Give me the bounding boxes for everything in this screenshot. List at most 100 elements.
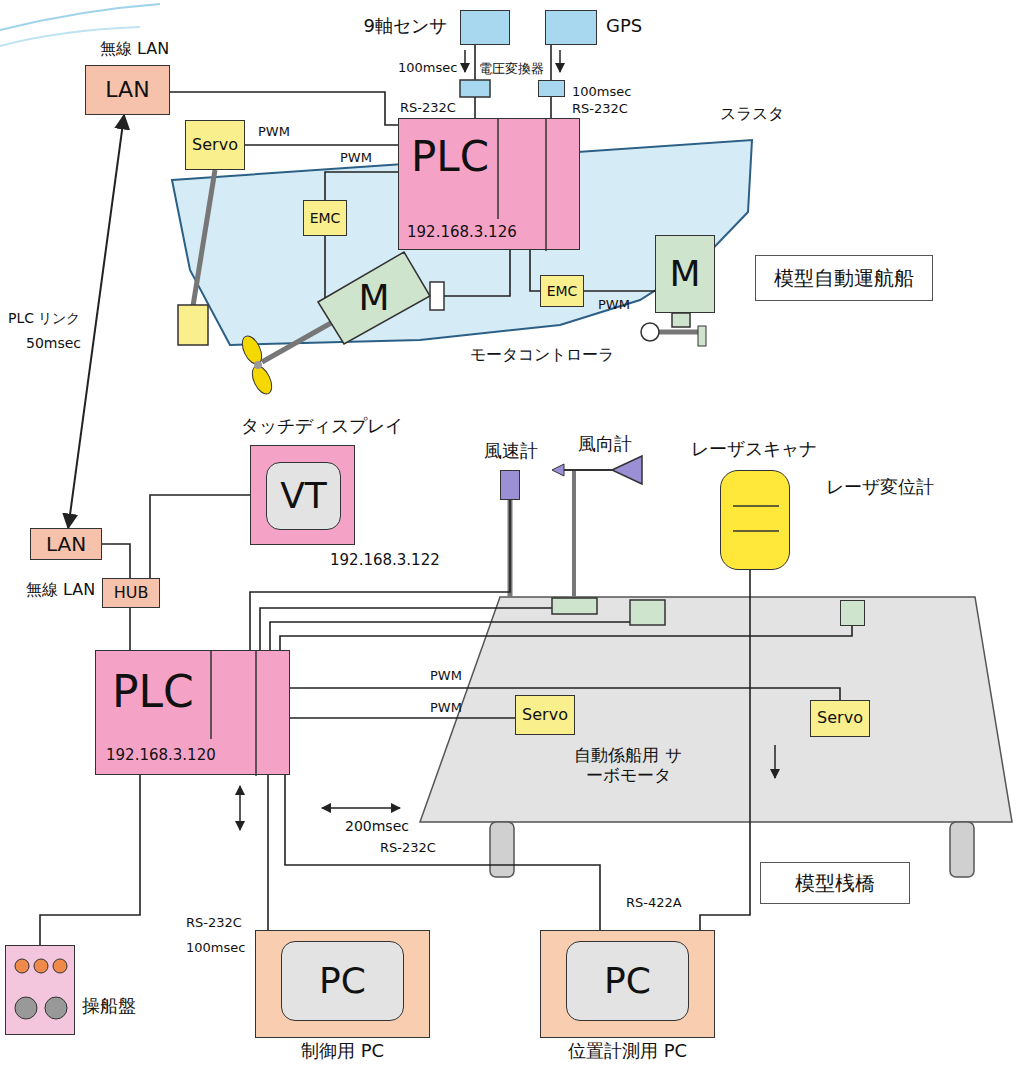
node-drawing — [552, 455, 644, 616]
node-label: M — [358, 277, 389, 318]
annotation-label: スラスタ — [720, 104, 784, 123]
wire-stub — [324, 250, 326, 298]
panel-lamp — [34, 959, 48, 973]
propeller-blade — [238, 333, 265, 367]
annotation-label: RS-422A — [626, 895, 682, 911]
direction-arrow — [774, 745, 776, 778]
lan-box: 無線 LANLAN — [85, 65, 170, 115]
sensor-box: 9軸センサ — [460, 10, 510, 45]
node-heading: 位置計測用 PC — [541, 1041, 714, 1062]
node-heading: タッチディスプレイ — [241, 416, 403, 437]
connector — [530, 250, 540, 291]
annotation-label: PWM — [430, 700, 462, 716]
vane-tail — [612, 456, 642, 484]
scanner-window — [733, 505, 779, 507]
node-label: Servo — [817, 709, 863, 727]
node-heading: レーザ変位計 — [826, 477, 934, 498]
motor-controller-box: EMC — [540, 275, 584, 307]
vane-mast — [572, 470, 576, 598]
laser-sensor: レーザ変位計 — [840, 600, 865, 626]
sensor-box: GPS — [545, 10, 597, 45]
node-heading: 操船盤 — [82, 996, 136, 1017]
node-label: 模型自動運航船 — [774, 267, 914, 290]
title-box: 模型自動運航船 — [755, 255, 933, 301]
pc-screen: PC — [566, 941, 689, 1021]
connector — [285, 775, 600, 930]
panel-lamp — [53, 959, 67, 973]
node-label: LAN — [105, 77, 149, 102]
node-label: VT — [280, 475, 327, 516]
node-heading: GPS — [606, 16, 642, 37]
node-label: PC — [319, 960, 366, 1001]
connector — [150, 495, 250, 578]
connector — [102, 544, 130, 578]
node-label: LAN — [46, 533, 86, 556]
pier-leg — [490, 822, 514, 877]
motor-body — [318, 252, 430, 344]
vane-base — [552, 598, 597, 614]
control-panel: 操船盤 — [5, 945, 75, 1035]
servo-box: Servo — [515, 695, 575, 735]
propeller-shaft — [262, 323, 331, 362]
direction-arrow — [322, 807, 400, 809]
node-heading: 無線 LAN — [100, 40, 169, 58]
annotation-label: 100msec — [398, 60, 457, 76]
node-drawing — [721, 471, 789, 569]
node-label: M — [669, 253, 700, 294]
thruster-propeller — [641, 323, 659, 341]
connector — [550, 97, 552, 118]
annotation-label: PWM — [258, 124, 290, 140]
thruster-motor: M — [655, 235, 715, 313]
plc-box: PLC192.168.3.120 — [95, 650, 290, 775]
annotation-label: 200msec — [345, 818, 409, 835]
motor-shape: M — [318, 250, 430, 345]
connector — [290, 717, 515, 719]
connector — [324, 236, 326, 250]
connector — [245, 144, 398, 146]
annotation-label: PWM — [340, 150, 372, 166]
vane-rod — [558, 469, 614, 471]
connector — [267, 775, 269, 930]
node-heading: PLC — [411, 133, 489, 181]
node-heading: 無線 LAN — [26, 581, 95, 599]
connector — [550, 45, 552, 80]
connector — [129, 608, 131, 650]
pc-monitor: 位置計測用 PCPC — [540, 930, 715, 1038]
module-divider — [255, 651, 257, 776]
annotation-label: PWM — [430, 668, 462, 684]
laser-scanner: レーザスキャナ — [720, 470, 790, 570]
pier-deck — [420, 597, 1012, 822]
pier-leg — [950, 822, 974, 877]
connector — [700, 570, 750, 930]
connector — [325, 172, 398, 200]
converter-box: 電圧変換器 — [538, 80, 565, 97]
touch-display: タッチディスプレイVT — [250, 445, 355, 545]
rudder — [178, 305, 208, 345]
node-label: HUB — [114, 584, 149, 602]
motor-controller-box: EMC — [303, 200, 347, 236]
node-label: Servo — [522, 706, 568, 724]
title-box: 模型桟橋 — [760, 862, 910, 904]
node-label: PC — [604, 960, 651, 1001]
propeller-hub — [254, 361, 262, 369]
encoder — [430, 282, 444, 310]
direction-arrow — [239, 786, 241, 830]
annotation-label: RS-232C — [380, 840, 436, 856]
connector — [40, 775, 140, 945]
node-heading: 風速計 — [484, 441, 538, 462]
annotation-label: RS-232C — [400, 100, 456, 116]
rudder-post — [193, 170, 215, 306]
annotation-label: 50msec — [26, 335, 81, 352]
node-heading: レーザスキャナ — [691, 439, 817, 460]
annotation-label: 自動係船用 サーボモータ — [568, 745, 688, 786]
node-label: Servo — [192, 136, 238, 154]
direction-arrow — [559, 50, 561, 72]
servo-box: Servo — [185, 120, 245, 170]
connector — [584, 290, 655, 292]
node-drawing — [6, 946, 74, 1034]
node-label: 模型桟橋 — [795, 872, 875, 895]
lan-box: LAN無線 LAN — [30, 528, 102, 560]
node-label: EMC — [547, 283, 578, 299]
plc-box: PLC192.168.3.126 — [398, 118, 580, 250]
